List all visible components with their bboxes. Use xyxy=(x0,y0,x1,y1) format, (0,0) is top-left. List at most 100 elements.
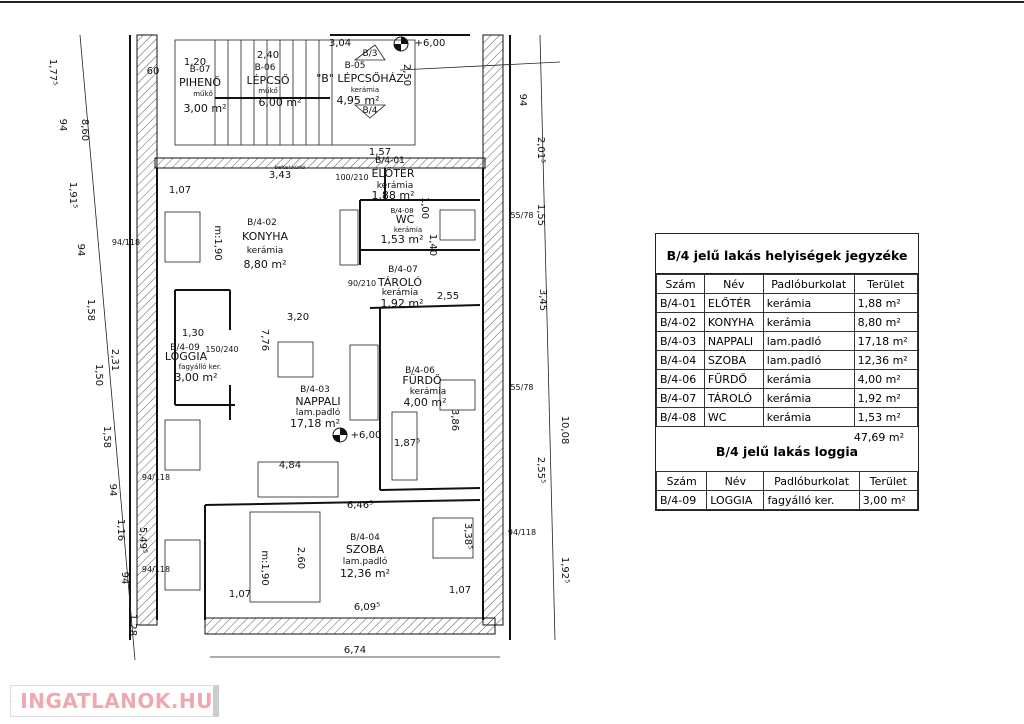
svg-text:PIHENŐ: PIHENŐ xyxy=(179,75,221,89)
svg-text:94/118: 94/118 xyxy=(508,528,536,537)
svg-text:B/4-04: B/4-04 xyxy=(350,533,380,543)
marker-b4: B/4 xyxy=(363,106,378,116)
svg-text:1,40: 1,40 xyxy=(427,234,438,256)
svg-text:94/118: 94/118 xyxy=(142,473,170,482)
svg-text:90/210: 90/210 xyxy=(348,279,376,288)
svg-text:m:1,90: m:1,90 xyxy=(259,550,270,585)
svg-text:1,55: 1,55 xyxy=(535,204,546,226)
svg-text:3,20: 3,20 xyxy=(287,312,309,323)
svg-text:3,00 m²: 3,00 m² xyxy=(183,102,226,115)
svg-text:2,40: 2,40 xyxy=(257,50,279,61)
watermark-text: INGATLANOK.HU xyxy=(20,689,213,713)
svg-text:94: 94 xyxy=(75,244,86,257)
schedule-title: B/4 jelű lakás helyiségek jegyzéke xyxy=(656,234,918,274)
svg-text:B/4-02: B/4-02 xyxy=(247,218,277,228)
svg-text:1,50: 1,50 xyxy=(93,364,104,386)
svg-text:8,80 m²: 8,80 m² xyxy=(243,258,286,271)
svg-text:4,95 m²: 4,95 m² xyxy=(336,94,379,107)
svg-text:FÜRDŐ: FÜRDŐ xyxy=(402,373,441,387)
svg-text:B-05: B-05 xyxy=(345,61,366,71)
svg-text:TÁROLÓ: TÁROLÓ xyxy=(377,276,422,289)
svg-text:4,84: 4,84 xyxy=(279,460,301,471)
svg-text:műkő: műkő xyxy=(258,86,278,95)
svg-text:2,55⁵: 2,55⁵ xyxy=(535,457,546,483)
svg-text:60: 60 xyxy=(147,66,160,77)
svg-text:4,00 m²: 4,00 m² xyxy=(403,396,446,409)
svg-text:kerámia: kerámia xyxy=(410,387,446,397)
watermark-logo: INGATLANOK.HU xyxy=(10,685,219,717)
svg-text:94/118: 94/118 xyxy=(112,238,140,247)
svg-text:94: 94 xyxy=(107,484,118,497)
svg-text:1,07: 1,07 xyxy=(169,185,191,196)
walls xyxy=(129,34,511,640)
svg-text:3,04: 3,04 xyxy=(329,38,351,49)
svg-text:3,86: 3,86 xyxy=(449,409,460,431)
svg-text:1,07: 1,07 xyxy=(449,585,471,596)
svg-text:1,92 m²: 1,92 m² xyxy=(380,297,423,310)
svg-text:+6,00: +6,00 xyxy=(415,38,446,49)
svg-text:100/210: 100/210 xyxy=(335,173,368,182)
svg-text:55/78: 55/78 xyxy=(510,211,533,220)
svg-text:55/78: 55/78 xyxy=(510,383,533,392)
svg-text:B/4-08: B/4-08 xyxy=(390,207,413,215)
svg-text:6,74: 6,74 xyxy=(344,645,366,656)
svg-text:1,77⁵: 1,77⁵ xyxy=(47,59,58,85)
svg-text:B/4-09: B/4-09 xyxy=(170,343,200,353)
svg-text:3,43: 3,43 xyxy=(269,170,291,181)
svg-text:1,92⁵: 1,92⁵ xyxy=(559,557,570,583)
svg-text:2,01⁵: 2,01⁵ xyxy=(535,137,546,163)
svg-text:8,60: 8,60 xyxy=(79,119,90,141)
total-area: 47,69 m² xyxy=(853,431,904,444)
svg-text:WC: WC xyxy=(396,213,415,226)
svg-text:3,45: 3,45 xyxy=(537,289,548,311)
svg-text:fagyálló ker.: fagyálló ker. xyxy=(179,363,222,371)
svg-text:94/118: 94/118 xyxy=(142,565,170,574)
svg-text:1,16: 1,16 xyxy=(115,519,126,541)
svg-text:2,31: 2,31 xyxy=(109,349,120,371)
svg-text:94: 94 xyxy=(57,119,68,132)
svg-text:12,36 m²: 12,36 m² xyxy=(340,567,390,580)
svg-text:6,00 m²: 6,00 m² xyxy=(258,96,301,109)
staircase xyxy=(174,34,561,146)
svg-text:kerámia: kerámia xyxy=(351,86,379,94)
level-marker-living: +6,00 xyxy=(332,427,381,443)
svg-text:94: 94 xyxy=(517,94,528,107)
svg-text:LOGGIA: LOGGIA xyxy=(165,350,208,363)
svg-text:1,87⁵: 1,87⁵ xyxy=(394,438,420,449)
svg-text:3,00 m²: 3,00 m² xyxy=(174,371,217,384)
svg-text:94: 94 xyxy=(119,572,130,585)
svg-text:kerámia: kerámia xyxy=(382,288,418,298)
svg-text:1,07: 1,07 xyxy=(229,589,251,600)
svg-text:2,55: 2,55 xyxy=(437,291,459,302)
dimension-labels: 1,20 2,40 3,04 1,07 3,43 3,20 1,30 4,84 … xyxy=(47,38,570,656)
svg-text:6,46⁵: 6,46⁵ xyxy=(347,500,373,511)
chimney-label: befüst.kürtő xyxy=(275,165,305,171)
svg-text:kerámia: kerámia xyxy=(247,246,283,256)
svg-text:6,09⁵: 6,09⁵ xyxy=(354,602,380,613)
svg-text:1,58: 1,58 xyxy=(85,299,96,321)
svg-text:kerámia: kerámia xyxy=(377,181,413,191)
svg-text:1,58: 1,58 xyxy=(101,426,112,448)
svg-text:kerámia: kerámia xyxy=(394,226,422,234)
